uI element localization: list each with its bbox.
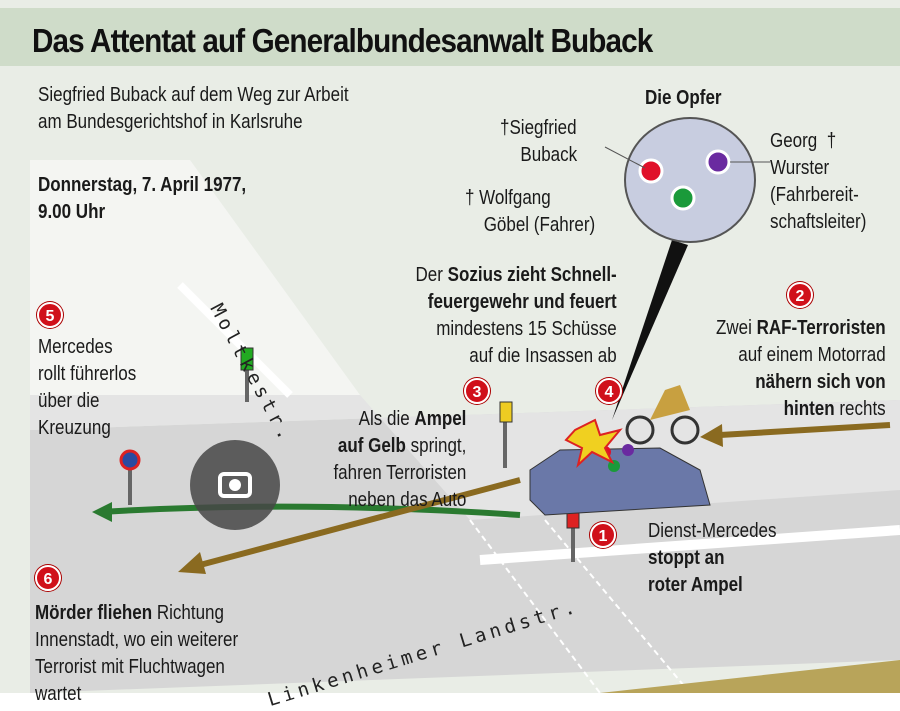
- lane-marking: [177, 282, 293, 398]
- step-badge-6: 6: [35, 565, 61, 591]
- traffic-light-icon: [240, 347, 254, 402]
- side-street-moltke: [30, 160, 360, 395]
- leader-line: [604, 146, 646, 169]
- escape-route-arrow-brown: [199, 477, 521, 568]
- step-badge-3: 3: [464, 378, 490, 404]
- victims-magnifier: [624, 117, 756, 243]
- page-title: Das Attentat auf Generalbundesanwalt Bub…: [32, 22, 653, 59]
- step-4-text: Der Sozius zieht Schnell-feuergewehr und…: [415, 264, 617, 367]
- lens-search-button[interactable]: [190, 440, 280, 530]
- arrowhead: [178, 552, 206, 574]
- step-badge-4: 4: [596, 378, 622, 404]
- step-badge-5: 5: [37, 302, 63, 328]
- title-bar: Das Attentat auf Generalbundesanwalt Bub…: [0, 8, 900, 66]
- step-badge-2: 2: [787, 282, 813, 308]
- step-badge-1: 1: [590, 522, 616, 548]
- mercedes-car-icon: [529, 444, 711, 516]
- lane-marking: [469, 519, 601, 693]
- stop-line: [479, 525, 900, 565]
- victims-heading: Die Opfer: [645, 87, 722, 109]
- gunfire-explosion-icon: [564, 418, 623, 468]
- magnifier-pointer: [612, 240, 688, 420]
- bushes: [600, 660, 900, 693]
- no-parking-sign-icon: [119, 449, 141, 505]
- date-time: Donnerstag, 7. April 1977,9.00 Uhr: [38, 174, 247, 223]
- approach-arrow: [719, 422, 891, 438]
- victim-marker-goebel: [670, 185, 696, 211]
- victim-label-wurster: Georg †Wurster(Fahrbereit-schaftsleiter): [770, 130, 867, 233]
- arrowhead: [92, 502, 112, 522]
- motorcycle-terrorists-icon: [625, 385, 700, 445]
- victim-marker-wurster: [705, 149, 731, 175]
- victim-marker-buback: [638, 158, 664, 184]
- escape-route-arrow-green: [99, 503, 521, 518]
- camera-lens-icon: [218, 472, 252, 498]
- lane-marking: [544, 519, 691, 693]
- traffic-light-icon: [499, 401, 513, 468]
- arrowhead: [700, 424, 723, 447]
